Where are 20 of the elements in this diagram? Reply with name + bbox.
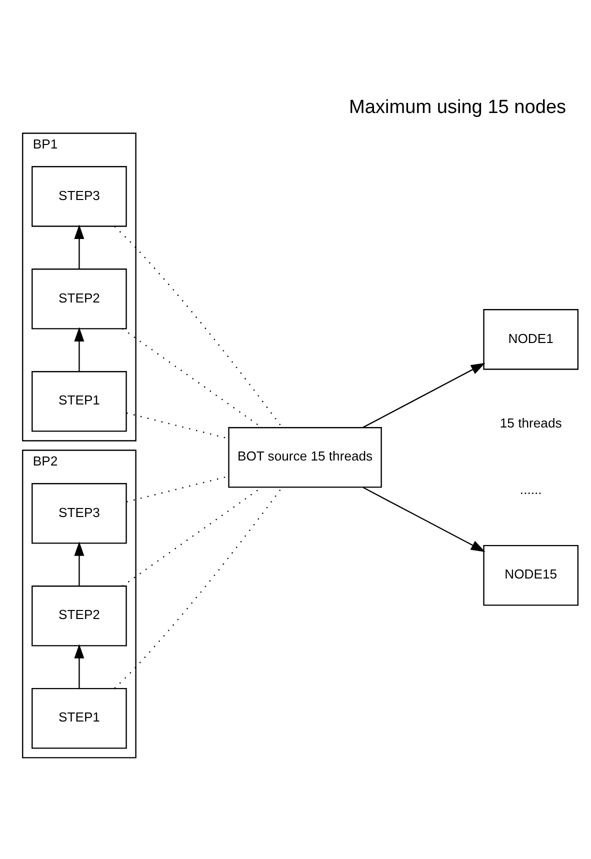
node-box: NODE1 <box>483 308 579 370</box>
node-box: STEP2 <box>32 585 127 646</box>
arrow <box>362 362 486 428</box>
connector <box>114 226 283 428</box>
arrow <box>362 486 486 552</box>
arrow <box>74 224 84 268</box>
node-box: STEP1 <box>32 370 127 432</box>
node-box: BOT source 15 threads <box>228 426 382 488</box>
arrow <box>74 541 84 586</box>
arrow <box>74 326 84 371</box>
diagram-title: Maximum using 15 nodes <box>349 96 566 118</box>
arrow <box>74 644 84 688</box>
node-box: STEP3 <box>32 482 127 544</box>
node-box: STEP1 <box>32 688 127 748</box>
node-box: NODE15 <box>483 544 579 606</box>
node-box: STEP2 <box>32 268 127 329</box>
label: 15 threads <box>500 414 562 430</box>
node-box: STEP3 <box>32 166 127 226</box>
connector <box>114 486 283 688</box>
label: ...... <box>520 482 542 497</box>
